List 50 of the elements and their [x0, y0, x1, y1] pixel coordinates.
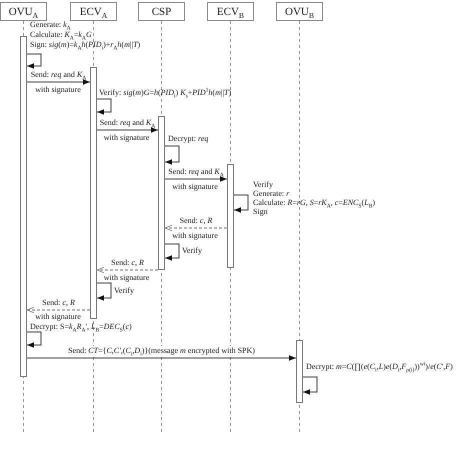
message-arrow — [26, 355, 296, 361]
step-note: Verify — [253, 180, 273, 189]
self-message-arrow — [26, 332, 42, 348]
message-note: with signature — [104, 273, 150, 282]
edge-label: Send: req and K$_{A}$ — [30, 70, 88, 79]
message-note: with signature — [35, 312, 81, 321]
activation-bar — [90, 67, 97, 319]
edge-label: Send: req and K$_{A}$ — [98, 118, 156, 127]
step-note: Calculate: R=rG, S=rK$_{A}$, c=ENC$_{S}$(L$_{B}$) — [253, 198, 376, 207]
self-message-arrow — [26, 54, 42, 69]
step-note: Sign: sig(m)=k$_{A}$h(PID$_{i}$)+r$_{A}$h(m||T) — [30, 40, 140, 49]
message-arrow — [96, 127, 158, 133]
message-note: with signature — [35, 85, 81, 94]
self-message-arrow — [96, 282, 112, 301]
message-note: with signature — [172, 182, 218, 191]
step-note: Decrypt: S=k$_{A}$R$_{A}$', L$_{B}$=DEC$_{S}$(c) — [30, 322, 132, 331]
step-note: Generate: k$_{A}$ — [30, 20, 71, 29]
self-message-arrow — [164, 146, 180, 165]
edge-label: Send: c, R — [178, 216, 214, 225]
lifeline-header: CSP — [138, 2, 185, 21]
message-note: with signature — [172, 231, 218, 240]
self-message-arrow — [164, 244, 180, 261]
lifeline-header: OVU$_{A}$ — [0, 2, 47, 21]
step-note: Calculate: K$_{A}$=k$_{A}$G — [30, 30, 92, 39]
message-note: with signature — [104, 133, 150, 142]
self-message-arrow — [234, 194, 248, 213]
step-note: Verify — [114, 286, 134, 295]
activation-bar — [296, 340, 303, 403]
message-arrow — [26, 306, 90, 314]
self-message-arrow — [96, 98, 112, 115]
activation-bar — [227, 164, 234, 268]
edge-label: Send: c, R — [41, 298, 76, 307]
lifeline-header: OVU$_{B}$ — [276, 2, 323, 21]
lifeline-header: ECV$_{B}$ — [207, 2, 254, 21]
step-note: Decrypt: m=C(∏(e(C$_{i}$,L)e(D$_{i}$,F$_{ρ(i)}$))$^{wi}$)/e(C',F) — [306, 362, 454, 371]
message-arrow — [164, 176, 228, 182]
message-arrow — [164, 224, 228, 232]
step-note: Decrypt: req — [168, 134, 208, 143]
message-arrow — [26, 79, 90, 85]
activation-bar — [158, 116, 165, 270]
message-arrow — [96, 266, 158, 274]
step-note: Sign — [253, 207, 268, 216]
edge-label: Send: c, R — [110, 258, 145, 267]
step-note: Verify — [182, 246, 202, 255]
edge-label: Send: CT={C,C',(C$_{i}$,D$_{i}$)}(message m encrypted with SPK) — [67, 346, 256, 355]
edge-label: Send: req and K$_{A}$ — [167, 167, 225, 176]
activation-bar — [20, 36, 27, 377]
lifeline-header: ECV$_{A}$ — [70, 2, 117, 21]
step-note: Generate: r — [253, 189, 290, 198]
self-message-arrow — [302, 376, 318, 395]
